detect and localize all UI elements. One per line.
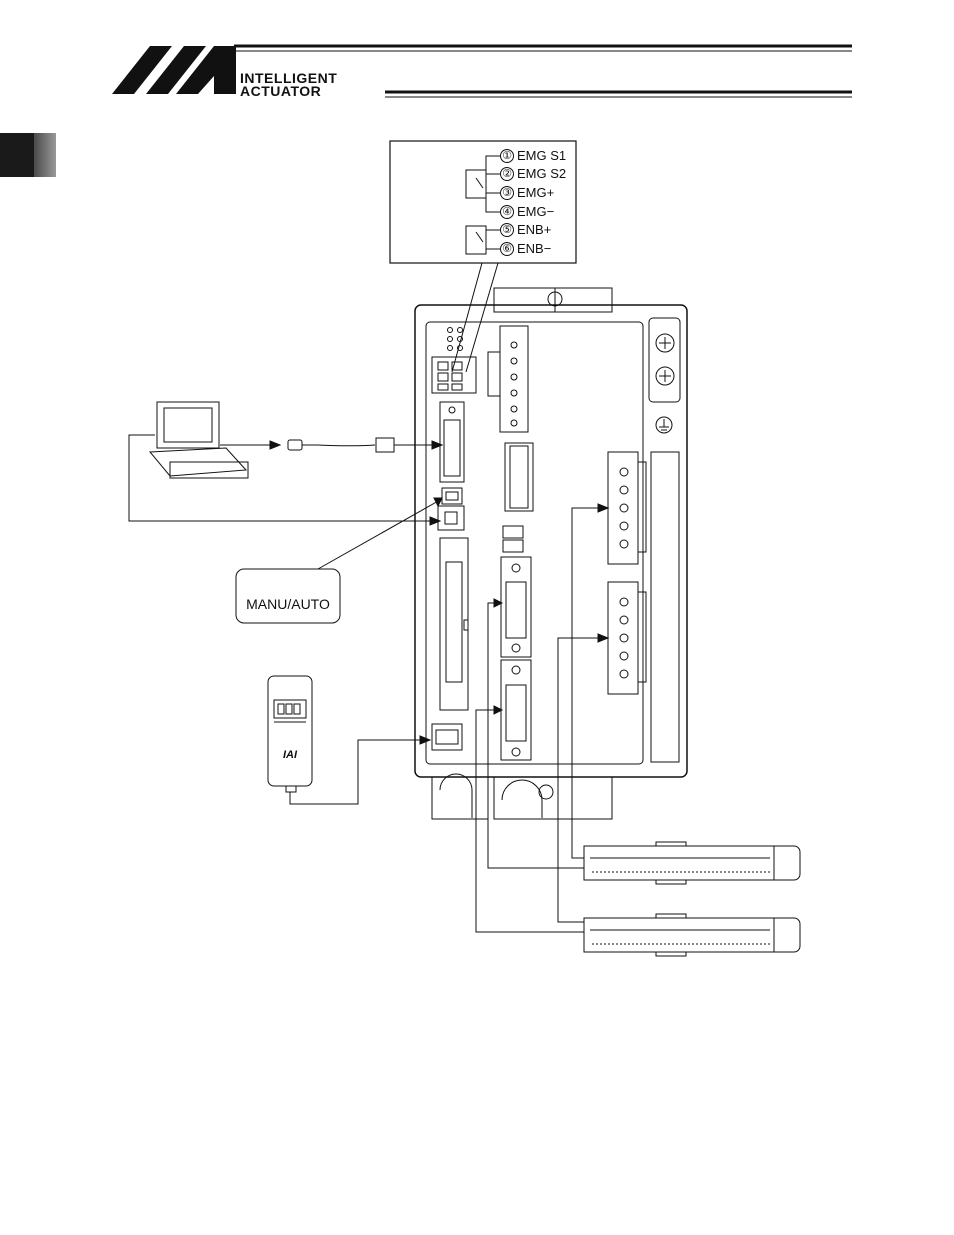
- status-leds: [448, 328, 463, 351]
- motor-cables: [558, 504, 608, 922]
- pendant-brand: IAI: [283, 749, 298, 761]
- teaching-pendant-icon: [268, 676, 430, 804]
- actuator-icon: [584, 914, 800, 956]
- pin-label-2: EMG S2: [517, 166, 566, 181]
- manu-auto-label: MANU/AUTO: [236, 596, 340, 612]
- pin-label-3: EMG+: [517, 185, 554, 200]
- pin-number-6: ⑥: [500, 242, 514, 256]
- encoder-cables: [476, 599, 584, 932]
- pin-marker-group: [501, 150, 514, 256]
- actuator-icon: [584, 842, 800, 884]
- pin-label-4: EMG−: [517, 204, 554, 219]
- pin-number-4: ④: [500, 205, 514, 219]
- pin-number-2: ②: [500, 167, 514, 181]
- ground-icon: [656, 417, 672, 433]
- pin-number-1: ①: [500, 149, 514, 163]
- pin-number-3: ③: [500, 186, 514, 200]
- pin-label-6: ENB−: [517, 241, 551, 256]
- pin-label-1: EMG S1: [517, 148, 566, 163]
- serial-cable: [220, 438, 442, 452]
- controller-body: [415, 288, 687, 819]
- laptop-icon: [150, 402, 248, 478]
- pin-label-5: ENB+: [517, 222, 551, 237]
- pin-number-5: ⑤: [500, 223, 514, 237]
